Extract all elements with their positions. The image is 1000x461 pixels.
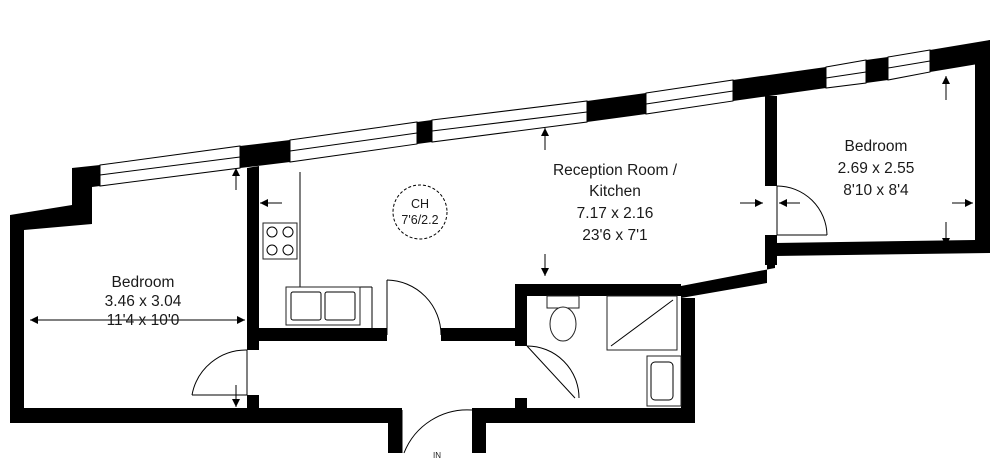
kitchen-sink	[285, 286, 361, 326]
bathroom-basin	[646, 355, 682, 407]
bedroom-left-imperial: 11'4 x 10'0	[107, 312, 180, 329]
entrance-marker: IN	[433, 451, 441, 460]
windows	[99, 49, 931, 187]
reception-name-line1: Reception Room /	[553, 162, 678, 179]
bedroom-left-metric: 3.46 x 3.04	[105, 293, 182, 310]
kitchen-hob	[262, 222, 298, 260]
shower-tray	[606, 295, 678, 351]
bedroom-right-name: Bedroom	[845, 138, 908, 155]
outer-walls	[10, 40, 990, 453]
bedroom-left-name: Bedroom	[112, 274, 175, 291]
ceiling-height-marker: CH 7'6/2.2	[392, 184, 448, 240]
internal-walls	[247, 96, 777, 410]
dimension-arrows	[30, 76, 973, 407]
doors	[191, 185, 828, 454]
reception-name-line2: Kitchen	[589, 183, 641, 200]
ceiling-height-label: CH	[411, 197, 429, 211]
ceiling-height-value: 7'6/2.2	[401, 213, 438, 227]
room-label-reception: Reception Room / Kitchen 7.17 x 2.16 23'…	[553, 162, 678, 244]
entrance-marker-text: IN	[433, 451, 441, 460]
room-label-bedroom-right: Bedroom 2.69 x 2.55 8'10 x 8'4	[838, 138, 915, 199]
toilet	[546, 295, 580, 342]
room-label-bedroom-left: Bedroom 3.46 x 3.04 11'4 x 10'0	[105, 274, 182, 329]
bedroom-right-metric: 2.69 x 2.55	[838, 160, 915, 177]
reception-metric: 7.17 x 2.16	[577, 205, 654, 222]
bedroom-right-imperial: 8'10 x 8'4	[843, 182, 909, 199]
reception-imperial: 23'6 x 7'1	[582, 227, 647, 244]
